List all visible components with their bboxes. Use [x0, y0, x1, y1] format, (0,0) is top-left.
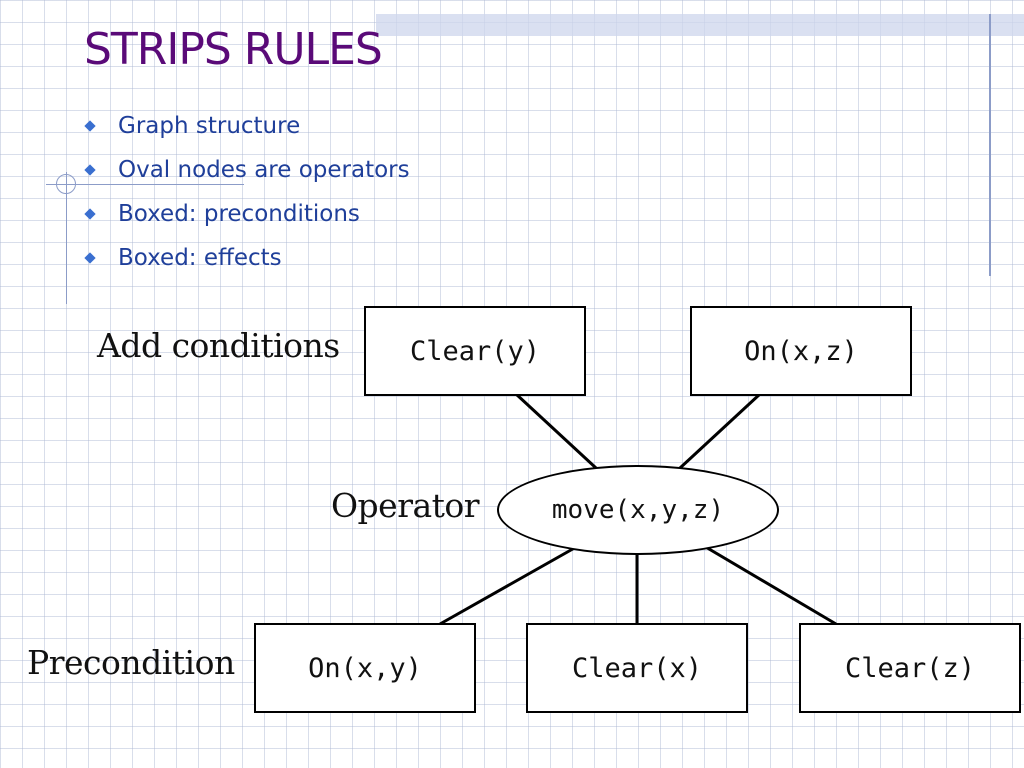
operator-label: Operator	[331, 486, 480, 525]
add-conditions-label: Add conditions	[97, 326, 340, 365]
bullet-text: Boxed: effects	[118, 245, 282, 271]
decorative-circle	[56, 174, 76, 194]
add-condition-on-xz-box: On(x,z)	[690, 306, 912, 396]
bullet-text: Graph structure	[118, 113, 301, 139]
precondition-clear-z-box: Clear(z)	[799, 623, 1021, 713]
precondition-label: Precondition	[27, 643, 235, 682]
edge-operator-to-on-xy	[439, 544, 579, 626]
slide-title: STRIPS RULES	[84, 24, 383, 75]
add-condition-clear-y-box: Clear(y)	[364, 306, 586, 396]
bullet-text: Oval nodes are operators	[118, 157, 410, 183]
decorative-vertical-line	[989, 14, 991, 276]
edge-operator-to-clear-z	[703, 544, 837, 626]
edge-on-xz-to-operator	[678, 392, 762, 470]
decorative-horizontal-line	[46, 184, 244, 185]
precondition-clear-x-box: Clear(x)	[526, 623, 748, 713]
operator-move-oval: move(x,y,z)	[497, 465, 779, 555]
bullet-text: Boxed: preconditions	[118, 201, 360, 227]
header-band	[376, 14, 1024, 36]
decorative-vertical-line	[66, 172, 67, 304]
edge-clear-y-to-operator	[514, 392, 598, 470]
precondition-on-xy-box: On(x,y)	[254, 623, 476, 713]
